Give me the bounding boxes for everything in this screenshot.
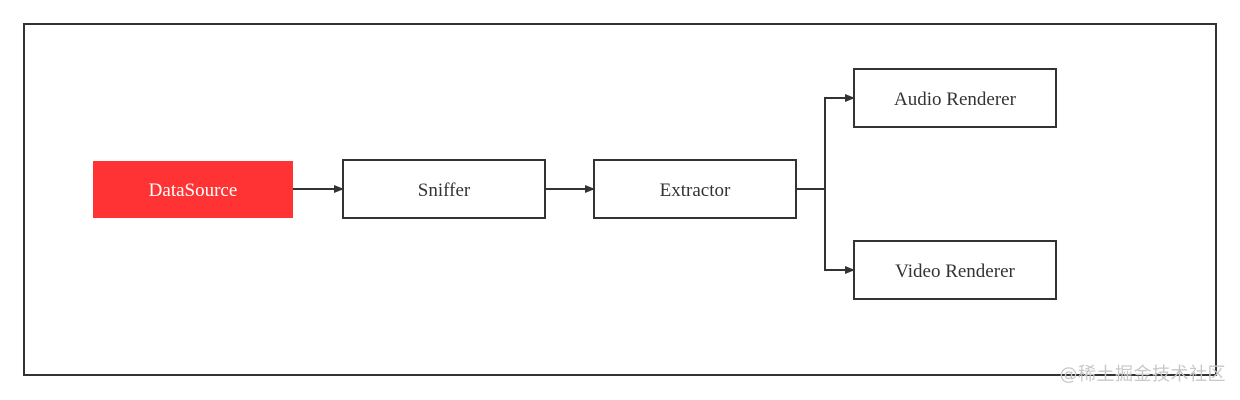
node-datasource[interactable]: DataSource [93, 161, 293, 218]
node-extractor-label: Extractor [660, 180, 731, 201]
diagram-frame [23, 23, 1217, 376]
node-datasource-box [93, 161, 293, 218]
node-audio-renderer-box [853, 68, 1057, 128]
node-video-renderer-label: Video Renderer [895, 261, 1015, 282]
edge-extractor-to-audio-renderer [796, 94, 855, 190]
edge-extractor-to-video-renderer [824, 189, 855, 274]
node-extractor-box [593, 159, 797, 219]
node-audio-renderer[interactable]: Audio Renderer [853, 68, 1057, 128]
edges [293, 94, 855, 274]
node-sniffer[interactable]: Sniffer [342, 159, 546, 219]
node-extractor[interactable]: Extractor [593, 159, 797, 219]
node-video-renderer-box [853, 240, 1057, 300]
node-sniffer-box [342, 159, 546, 219]
node-sniffer-label: Sniffer [418, 180, 471, 201]
node-datasource-label: DataSource [149, 180, 238, 201]
node-audio-renderer-label: Audio Renderer [894, 89, 1017, 110]
watermark: @稀土掘金技术社区 [1059, 364, 1226, 385]
node-video-renderer[interactable]: Video Renderer [853, 240, 1057, 300]
